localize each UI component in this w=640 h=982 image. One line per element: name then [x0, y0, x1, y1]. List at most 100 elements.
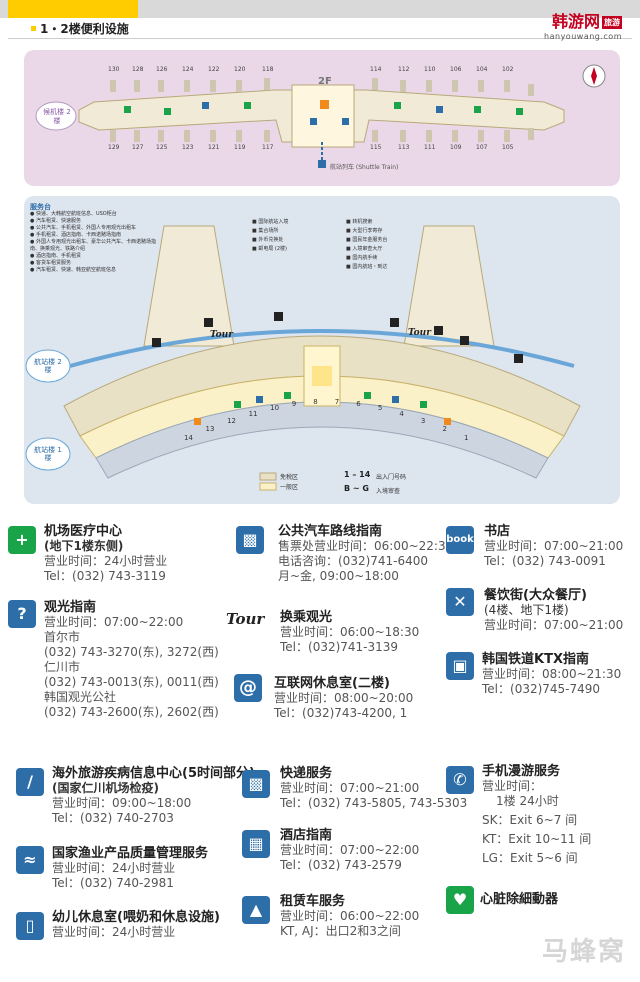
map-terminal: 服务台 ● 快递、大韩航空航班信息、USO柜台● 汽车租赁、快速服务● 公共汽车…	[24, 196, 620, 504]
utensils-icon: ✕	[446, 588, 474, 616]
page-title: 1・2楼便利设施	[31, 22, 129, 36]
medical-title: 机场医疗中心	[44, 524, 123, 539]
gate-label: 128	[132, 66, 144, 73]
legend-title: 服务台	[30, 203, 51, 211]
service-quarantine: 海外旅游疾病信息中心(5时间部分) (国家仁川机场检疫) 营业时间：09:00~…	[52, 766, 255, 826]
gate-label: 119	[234, 144, 246, 151]
medical-hours: 营业时间：24小时营业	[44, 554, 168, 568]
bed-icon: ▦	[242, 830, 270, 858]
medical-tel: Tel：(032) 743-3119	[44, 569, 166, 583]
central-hall	[291, 84, 355, 148]
tour-info-kto-tel: (032) 743-2600(东), 2602(西)	[44, 705, 219, 719]
bottle-icon: ▯	[16, 912, 44, 940]
label-1f: 航站楼 1楼	[34, 446, 62, 462]
gate-label: 123	[182, 144, 194, 151]
label-2f: 航站楼 2楼	[34, 358, 62, 374]
zone-general-label: 一般区	[280, 484, 299, 491]
exit-number: 5	[377, 404, 383, 413]
info-icon: ?	[8, 600, 36, 628]
fishery-hours: 营业时间：24小时营业	[52, 861, 176, 875]
tour-info-kto: 韩国观光公社	[44, 690, 117, 704]
amenity-markers	[194, 392, 451, 425]
exit-number: 1	[464, 434, 469, 442]
legend-item: ● 汽车租赁、快速、韩亚航空航班信息	[30, 267, 116, 273]
service-fishery: 国家渔业产品质量管理服务 营业时间：24小时营业 Tel：(032) 740-2…	[52, 846, 208, 891]
zone-duty-label: 免税区	[280, 474, 299, 481]
legend-item: ■ 转机搜索	[346, 219, 373, 225]
gate-label: 117	[262, 144, 274, 151]
gate-label: 115	[370, 144, 382, 151]
service-tour-info: 观光指南 营业时间：07:00~22:00 首尔市 (032) 743-3270…	[44, 600, 219, 720]
gate-label: 110	[424, 66, 436, 73]
express-hours: 营业时间：07:00~21:00	[280, 781, 420, 795]
header-divider	[8, 38, 632, 39]
exit-number: 3	[420, 417, 426, 426]
ktx-tel: Tel：(032)745-7490	[482, 682, 601, 696]
service-express: 快递服务 营业时间：07:00~21:00 Tel：(032) 743-5805…	[280, 766, 467, 811]
exit-number: 4	[399, 410, 404, 419]
ktx-title: 韩国铁道KTX指南	[482, 652, 589, 667]
transfer-tour-title: 换乘观光	[280, 610, 333, 625]
tour-icon: Tour	[226, 610, 265, 628]
tour-info-seoul: 首尔市	[44, 630, 81, 644]
exit-number: 11	[248, 410, 258, 419]
nursery-hours: 营业时间：24小时营业	[52, 925, 176, 939]
shuttle-train-icon	[318, 160, 326, 168]
transfer-tour-tel: Tel：(032)741-3139	[280, 640, 399, 654]
legend-item: ● 公共汽车、手机租赁、外国人专用观光出租车	[30, 225, 136, 231]
car-icon: ▲	[242, 896, 270, 924]
tour-info-title: 观光指南	[44, 600, 97, 615]
exit-number: 12	[227, 417, 236, 426]
counter-markers	[152, 312, 523, 363]
dining-hours: 营业时间：07:00~21:00	[484, 618, 624, 632]
exit-note: 出入门号码	[376, 474, 407, 481]
phone-icon: ✆	[446, 766, 474, 794]
concourse-label-bubble	[35, 101, 77, 131]
service-aed: 心脏除細動器	[480, 892, 558, 907]
exit-number: 13	[205, 425, 215, 434]
legend-item: ■ 国内航班・到达	[346, 264, 388, 270]
tour-info-incheon-tel: (032) 743-0013(东), 0011(西)	[44, 675, 219, 689]
rental-hours: 营业时间：06:00~22:00	[280, 909, 420, 923]
header-bar	[0, 0, 640, 18]
gate-label: 102	[502, 66, 514, 73]
service-transfer-tour: 换乘观光 营业时间：06:00~18:30 Tel：(032)741-3139	[280, 610, 419, 655]
legend-right: ■ 转机搜索■ 大型行李寄存■ 国民年金服务台■ 入境审查大厅■ 国内航手续■ …	[346, 218, 436, 272]
service-nursery: 幼儿休息室(喂奶和休息设施) 营业时间：24小时营业	[52, 910, 220, 940]
legend-left: ● 快递、大韩航空航班信息、USO柜台● 汽车租赁、快速服务● 公共汽车、手机租…	[30, 211, 160, 274]
exit-number: 2	[442, 425, 447, 434]
rental-location: KT, AJ：出口2和3之间	[280, 924, 401, 938]
truck-icon: ▩	[242, 770, 270, 798]
legend-item: ■ 国内航手续	[346, 255, 378, 261]
tour-label-left: Tour	[210, 330, 233, 340]
bus-icon: ▩	[236, 526, 264, 554]
roaming-title: 手机漫游服务	[482, 764, 561, 779]
bookstore-tel: Tel：(032) 743-0091	[484, 554, 606, 568]
logo-domain: hanyouwang.com	[544, 32, 622, 41]
tour-label-right: Tour	[408, 328, 431, 338]
roaming-24h: 1楼 24小时	[496, 794, 559, 808]
roaming-kt: KT：Exit 10~11 间	[482, 832, 592, 846]
bookstore-title: 书店	[484, 524, 511, 539]
concourse-label: 候机楼 2楼	[43, 108, 71, 125]
express-title: 快递服务	[280, 766, 333, 781]
floor-label: 2F	[318, 76, 332, 87]
internet-tel: Tel：(032)743-4200, 1	[274, 706, 408, 720]
gate-label: 113	[398, 144, 410, 151]
watermark: 马蜂窝	[541, 937, 626, 967]
gate-label: 105	[502, 144, 514, 151]
exit-number: 6	[356, 400, 361, 409]
roaming-hours: 营业时间：	[482, 779, 543, 793]
tour-info-incheon: 仁川市	[44, 660, 81, 674]
hotel-title: 酒店指南	[280, 828, 333, 843]
quarantine-tel: Tel：(032) 740-2703	[52, 811, 174, 825]
ktx-hours: 营业时间：08:00~21:30	[482, 667, 622, 681]
aed-title: 心脏除細動器	[480, 892, 559, 907]
legend-mid: ■ 国际航站入境■ 集合场所■ 外币兑换处■ 邮电局 (2楼)	[252, 218, 342, 254]
exit-number: 8	[313, 398, 318, 407]
logo[interactable]: 韩游网旅游 hanyouwang.com	[544, 8, 622, 41]
service-rental: 租赁车服务 营业时间：06:00~22:00 KT, AJ：出口2和3之间	[280, 894, 419, 939]
gate-note: 入境审查	[376, 488, 401, 495]
facility-markers	[124, 100, 523, 125]
internet-hours: 营业时间：08:00~20:00	[274, 691, 414, 705]
